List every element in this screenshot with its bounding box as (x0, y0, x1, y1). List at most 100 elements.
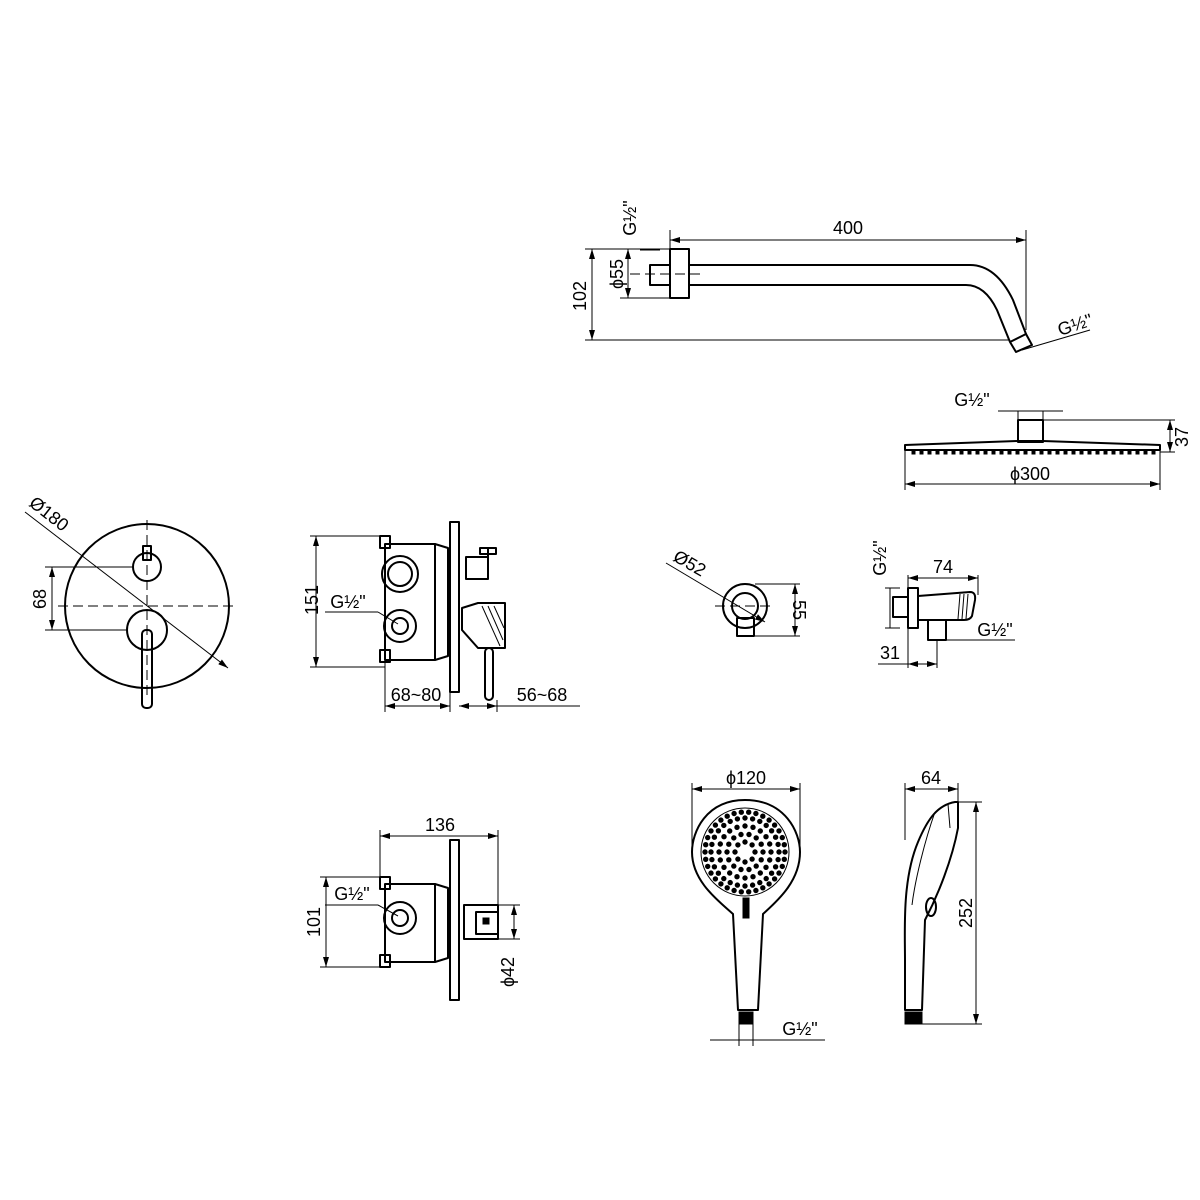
hand-shower-nozzles (702, 809, 788, 895)
hand-nozzle (712, 822, 719, 828)
hand-nozzle (718, 881, 724, 887)
hand-shower-outline (691, 799, 801, 1011)
hand-nozzle (721, 822, 727, 829)
arm-pipe (689, 264, 1027, 343)
hand-nozzle (717, 841, 723, 847)
box-body (384, 543, 449, 661)
box-cartridge (461, 602, 506, 649)
head-nozzle (983, 449, 988, 455)
hand-nozzle (716, 849, 722, 855)
hand-nozzle (757, 870, 763, 876)
hand-nozzle (742, 859, 748, 865)
shower-holder-view: G½" 74 G½" 31 (870, 540, 1015, 668)
hand-nozzle (727, 870, 733, 876)
hand-nozzle (752, 849, 758, 855)
hand-nozzle (711, 864, 718, 870)
hand-nozzle (738, 866, 744, 873)
head-nozzle (967, 449, 972, 455)
head-nozzle (1031, 449, 1036, 455)
hand-nozzle (753, 863, 759, 869)
hand-nozzle (763, 875, 769, 882)
hand-shower-side-view: 64 252 (903, 768, 982, 1025)
hand-nozzle (753, 887, 759, 894)
hand-nozzle (757, 879, 763, 886)
head-nozzle (1047, 449, 1052, 455)
head-nozzle (1119, 449, 1124, 455)
head-nozzle (935, 449, 940, 455)
arm-outlet-nut (1009, 333, 1033, 353)
hand-nozzle (772, 864, 779, 870)
hand-nozzle (742, 823, 748, 829)
side-outline (903, 801, 959, 1011)
holder-width-label: 74 (933, 557, 953, 577)
hand-shower-connector (738, 1011, 754, 1025)
shower-arm-view: 400 G½" ϕ55 102 G½" (570, 200, 1095, 353)
head-nozzles (911, 449, 1156, 455)
hand-nozzle (742, 883, 748, 889)
holder-body (917, 591, 977, 621)
hand-nozzle (779, 834, 785, 841)
hand-nozzle (727, 818, 733, 825)
hand-nozzle (734, 824, 740, 830)
hand-nozzle (782, 849, 788, 855)
side-button (925, 897, 937, 917)
head-nozzle (1087, 449, 1092, 455)
hand-shower-button (742, 897, 750, 919)
valve-body (384, 883, 449, 963)
hand-nozzle (731, 887, 737, 894)
hand-nozzle (731, 835, 737, 841)
hand-nozzle (703, 842, 709, 848)
elbow-outlet (736, 617, 755, 637)
hand-nozzle (768, 828, 775, 834)
head-nozzle (927, 449, 932, 455)
box-port-bottom (383, 609, 417, 643)
holder-depth-label: 31 (880, 643, 900, 663)
head-connector (1017, 419, 1044, 443)
hand-nozzle (735, 842, 741, 848)
hand-nozzle (767, 857, 773, 863)
arm-height-label: 102 (570, 281, 590, 311)
head-height-label: 37 (1172, 427, 1192, 447)
handle-depth-label: 56~68 (517, 685, 568, 705)
hand-nozzle (749, 842, 755, 848)
hand-nozzle (750, 874, 756, 880)
hand-thread-label: G½" (782, 1019, 817, 1039)
cover-plate-view: Ø180 68 (24, 492, 235, 709)
hand-nozzle (750, 824, 756, 830)
hand-nozzle (768, 849, 774, 855)
head-nozzle (911, 449, 916, 455)
head-nozzle (1135, 449, 1140, 455)
hand-nozzle (715, 828, 722, 834)
hand-nozzle (757, 828, 763, 834)
head-nozzle (943, 449, 948, 455)
box-thread-label: G½" (330, 592, 365, 612)
hand-nozzle (775, 841, 781, 848)
hand-nozzle (749, 816, 756, 822)
hand-nozzle (776, 870, 782, 876)
holder-base (907, 587, 919, 629)
hand-nozzle (738, 809, 744, 815)
hand-nozzle (766, 881, 772, 887)
valve-height-label: 101 (304, 907, 324, 937)
arm-thread-label: G½" (620, 200, 640, 235)
hand-nozzle (724, 849, 730, 855)
hand-nozzle (746, 889, 752, 895)
elbow-dia-label: Ø52 (670, 546, 709, 580)
box-handle (484, 647, 494, 701)
head-dia-label: ϕ300 (1010, 464, 1050, 484)
hand-nozzle (721, 875, 727, 882)
head-nozzle (1023, 449, 1028, 455)
elbow-height-label: 55 (789, 600, 809, 620)
hand-nozzle (746, 809, 752, 815)
valve-port (383, 901, 417, 935)
arm-outlet-thread-label: G½" (1055, 310, 1095, 340)
head-nozzle (1127, 449, 1132, 455)
valve-thread-label: G½" (334, 884, 369, 904)
hand-nozzle (732, 849, 738, 855)
arm-length-label: 400 (833, 218, 863, 238)
hand-dia-label: ϕ120 (726, 768, 766, 788)
hand-nozzle (726, 841, 732, 847)
box-depth-label: 68~80 (391, 685, 442, 705)
valve-plate (449, 839, 460, 1001)
